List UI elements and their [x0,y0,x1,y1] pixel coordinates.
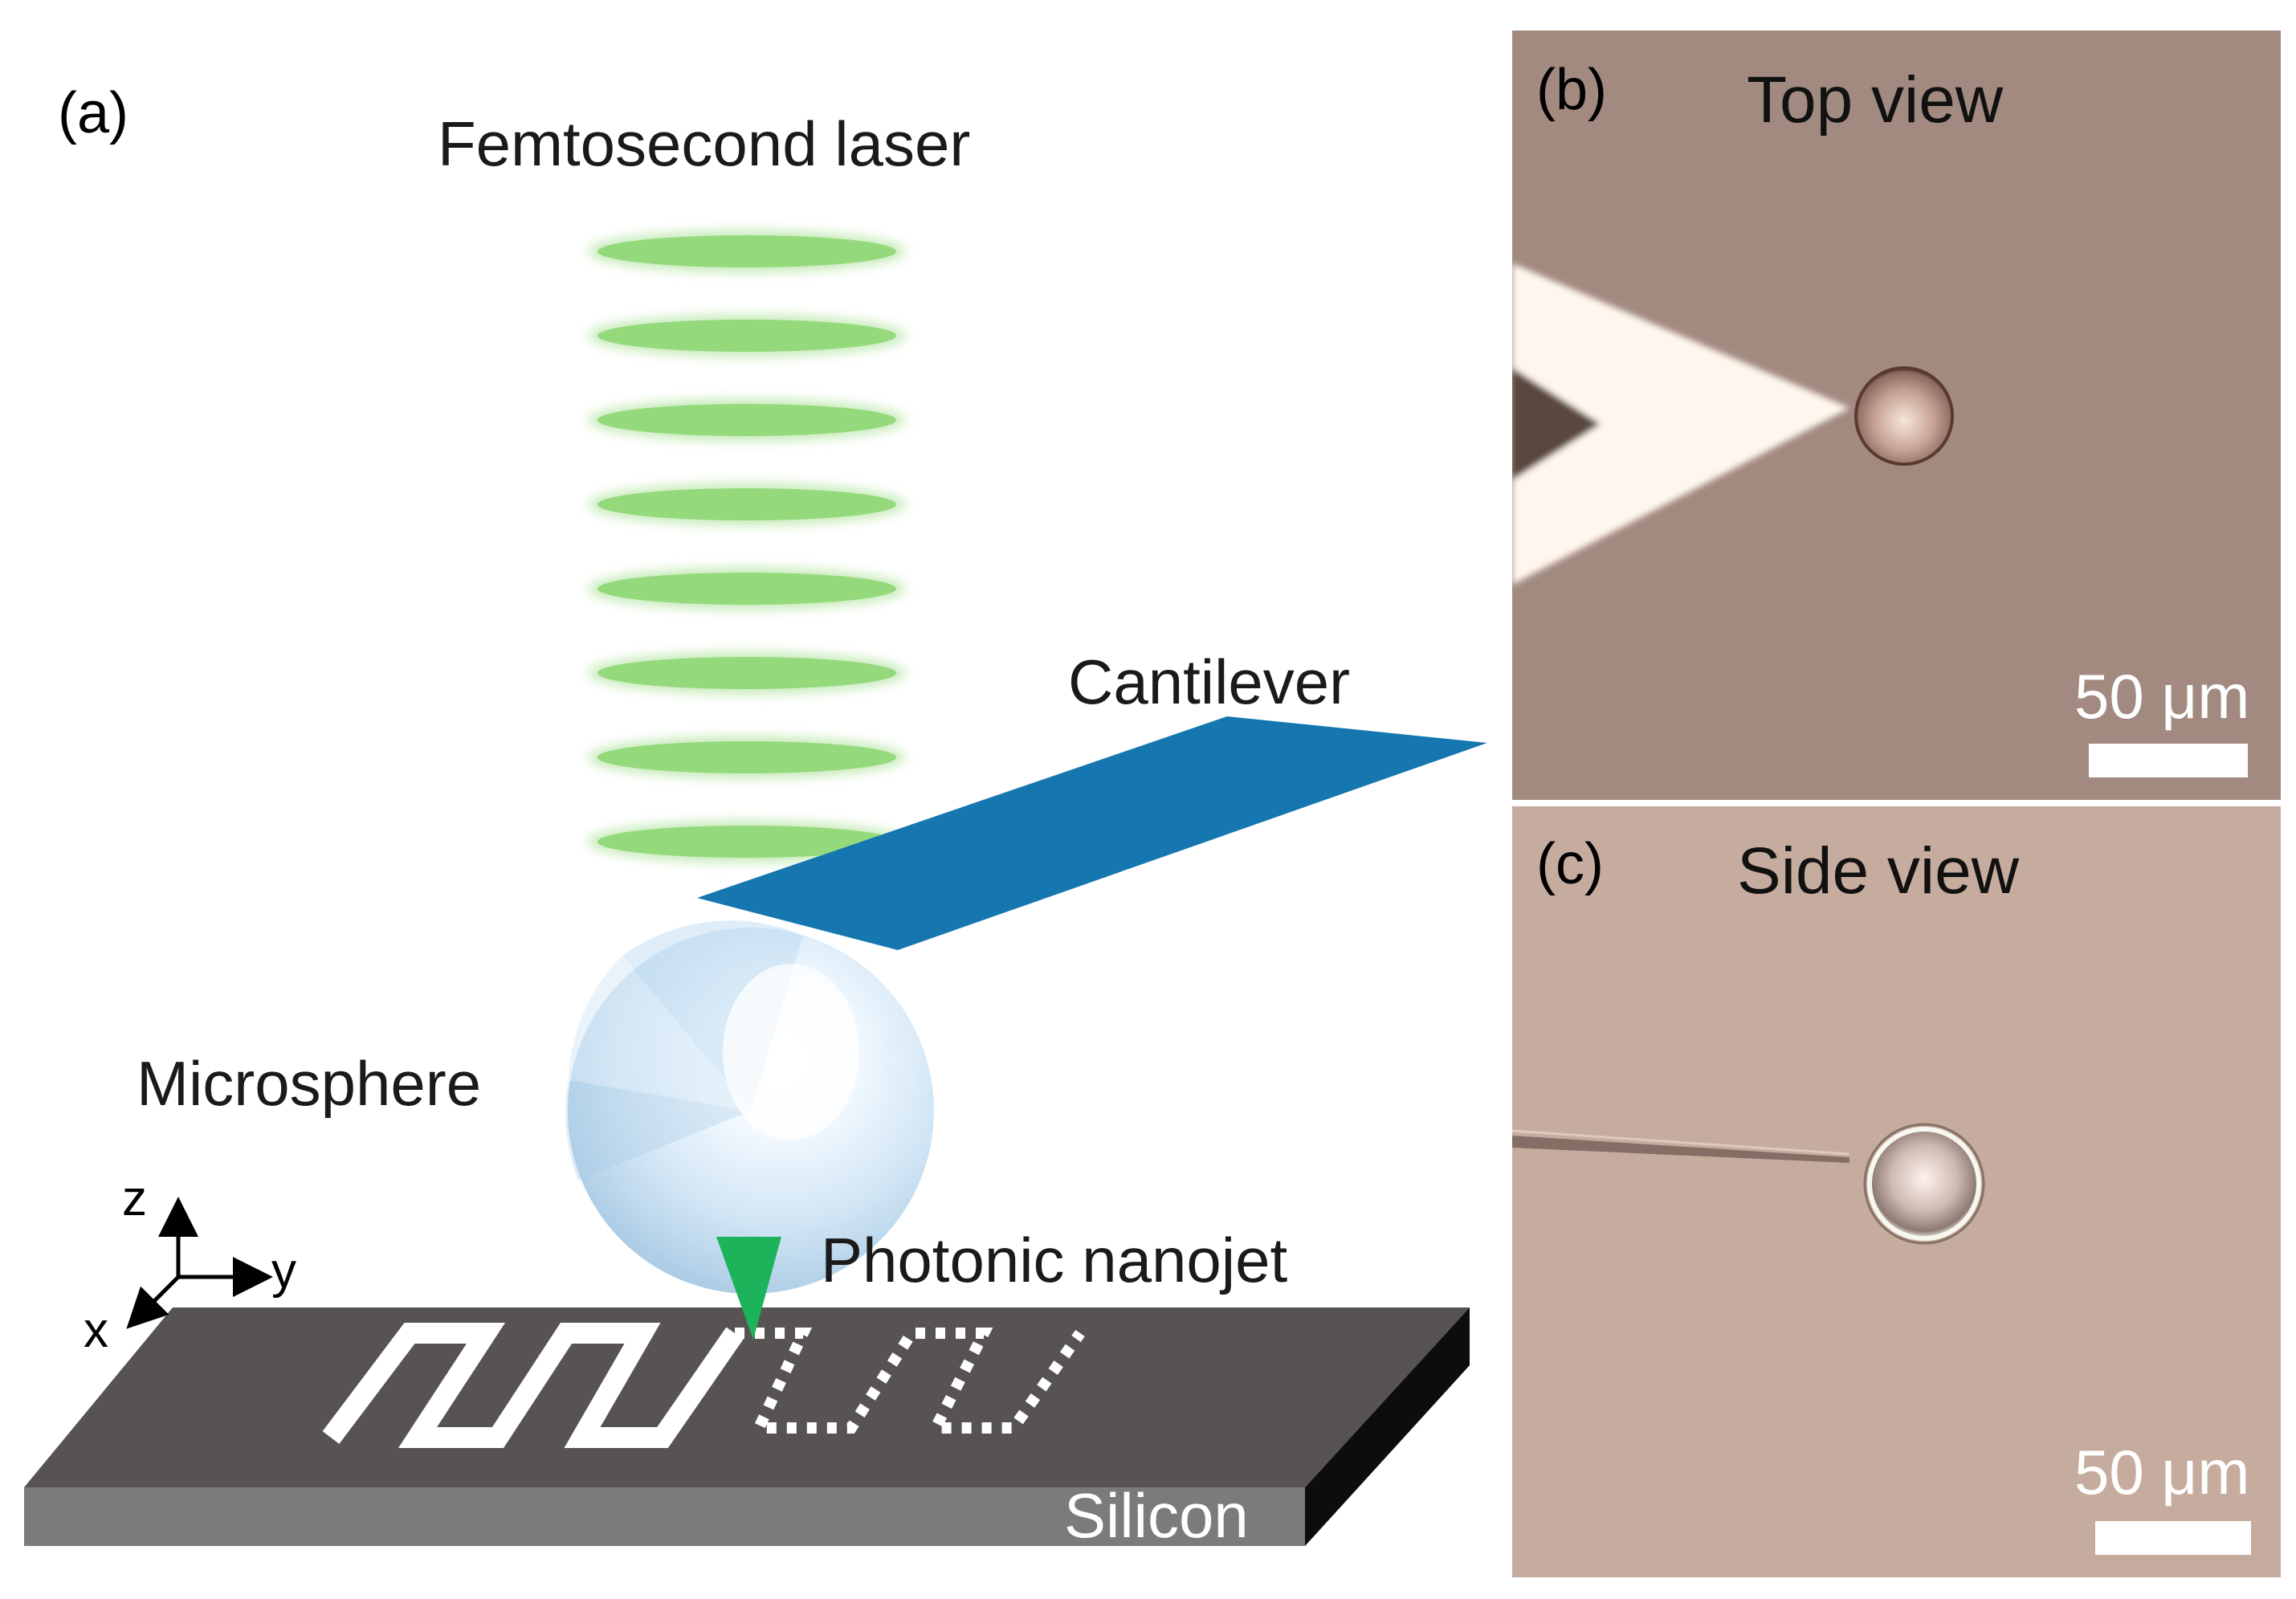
side-view-scale-bar [2095,1521,2251,1555]
cantilever-label: Cantilever [1068,647,1351,717]
dotted-serpentine-line [735,1328,1085,1434]
femtosecond-laser-beam [588,230,906,863]
laser-pulse [588,568,906,610]
fabricated-pattern [322,1323,1085,1448]
side-view-microsphere [1867,1127,1981,1241]
schematic-drawing [24,230,1487,1546]
side-view-title: Side view [1737,834,2019,908]
substrate-top-face [24,1307,1470,1487]
coordinate-axes [126,1197,273,1329]
laser-pulse [588,399,906,441]
substrate-side-face [1305,1307,1470,1546]
laser-pulse [588,483,906,525]
substrate-front-face [24,1487,1305,1546]
solid-serpentine-line [322,1323,744,1448]
silicon-substrate [24,1307,1470,1546]
panel-a-schematic: (a) Femtosecond laser Cantilever Microsp… [24,81,1487,1551]
laser-pulse [588,315,906,357]
side-view-fiber-highlight [1512,1129,1850,1156]
top-view-cantilever-tip [1512,263,1849,585]
laser-pulse [588,736,906,778]
laser-pulse [588,652,906,694]
top-view-microsphere [1854,366,1954,466]
panel-a-letter: (a) [58,81,128,145]
panel-b-top-view-micrograph: (b) Top view 50 μm [1512,31,2281,800]
x-axis-arrow [126,1275,180,1329]
x-axis-label: x [84,1303,108,1358]
laser-pulse [588,230,906,272]
z-axis-label: z [122,1171,147,1226]
silicon-label: Silicon [1064,1480,1249,1551]
photonic-nanojet [716,1237,781,1340]
top-view-scale-bar [2089,744,2248,777]
panel-c-letter: (c) [1536,832,1604,896]
side-view-scale-label: 50 μm [2074,1437,2250,1507]
laser-label: Femtosecond laser [438,108,971,179]
microsphere [565,920,934,1294]
cantilever [697,716,1487,950]
nanojet-label: Photonic nanojet [821,1225,1288,1295]
panel-c-side-view-micrograph: (c) Side view 50 μm [1512,806,2281,1577]
y-axis-label: y [271,1243,296,1299]
side-view-fiber [1512,1136,1849,1163]
top-view-title: Top view [1747,63,2004,137]
top-view-scale-label: 50 μm [2074,661,2250,732]
microsphere-label: Microsphere [137,1048,482,1119]
panel-b-letter: (b) [1536,58,1607,122]
laser-pulse [588,821,906,863]
